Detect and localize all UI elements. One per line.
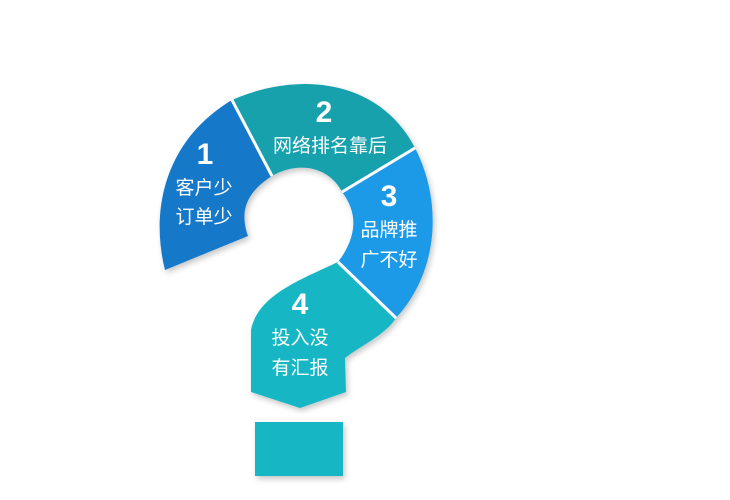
segment-3-line-2: 广不好 (360, 249, 417, 271)
segment-4-shape (251, 262, 396, 408)
segment-1-line-2: 订单少 (175, 206, 232, 228)
segment-1-line-1: 客户少 (175, 177, 232, 199)
segment-2-shape (232, 83, 415, 192)
segment-4-line-1: 投入没 (271, 327, 328, 349)
segment-3-shape (338, 148, 433, 318)
segment-3-line-1: 品牌推 (360, 219, 417, 241)
segment-3-number: 3 (381, 180, 398, 213)
question-dot (255, 422, 343, 476)
segment-1-number: 1 (197, 138, 214, 171)
segment-2-number: 2 (316, 96, 333, 129)
segment-4-line-2: 有汇报 (271, 357, 328, 379)
segment-2-line-1: 网络排名靠后 (273, 135, 387, 157)
segment-1-shape (159, 100, 272, 270)
segment-4-number: 4 (292, 288, 309, 321)
segment-dividers (230, 99, 416, 320)
